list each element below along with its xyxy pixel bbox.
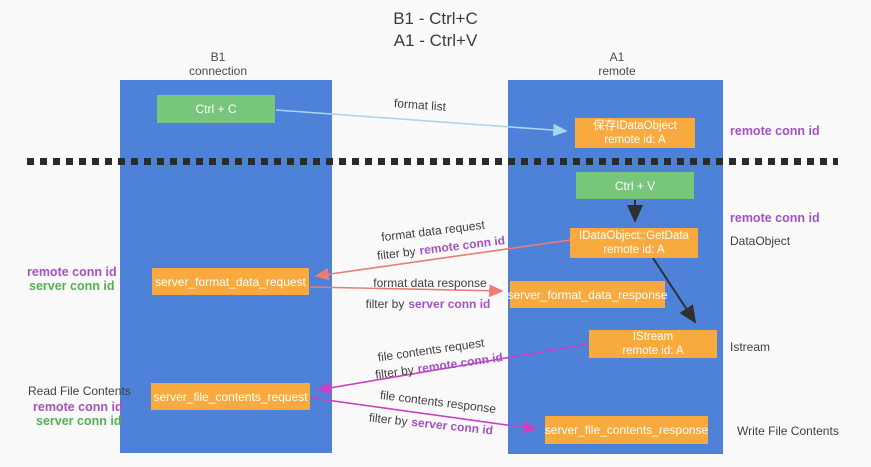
server-file-contents-request-label: server_file_contents_request [153,389,308,404]
ctrl-v-label: Ctrl + V [614,178,656,193]
right-column-name: A1 [609,50,625,64]
filter-by-text: filter by [374,362,415,382]
filter-by-text: filter by [368,410,409,429]
right-column-header: A1 remote [598,50,635,78]
right-remote-conn-id-top: remote conn id [730,124,820,138]
diagram-title: B1 - Ctrl+C A1 - Ctrl+V [0,8,871,52]
server-conn-id-text: server conn id [410,414,494,438]
istream-annotation: Istream [730,340,771,354]
istream-box: IStream remote id: A [589,330,717,358]
istream-label: IStream [632,331,674,343]
left-column-name: B1 [210,50,226,64]
ctrl-c-box: Ctrl + C [157,95,275,123]
left-server-conn-id-top: server conn id [29,279,115,293]
server-file-contents-request-box: server_file_contents_request [151,383,310,410]
ctrl-v-box: Ctrl + V [576,172,694,199]
getdata-label: IDataObject::GetData [579,230,689,242]
left-column-role: connection [188,64,248,78]
server-format-data-response-box: server_format_data_response [507,281,668,308]
right-column-role: remote [598,64,636,78]
left-remote-conn-id-top: remote conn id [27,265,117,279]
server-conn-id-text: server conn id [408,297,491,311]
file-contents-response-label: file contents response [379,387,497,417]
format-data-response-label: format data response [373,276,487,290]
title-line-1: B1 - Ctrl+C [393,9,478,28]
server-format-data-response-label: server_format_data_response [507,287,668,302]
right-remote-conn-id-mid: remote conn id [730,211,820,225]
read-file-contents-annotation: Read File Contents [28,384,131,398]
left-remote-conn-id-bottom: remote conn id [33,400,123,414]
left-server-conn-id-bottom: server conn id [36,414,122,428]
ctrl-c-label: Ctrl + C [195,102,237,116]
server-file-contents-response-box: server_file_contents_response [545,416,708,444]
filter-by-text: filter by [365,297,405,311]
save-dataobject-remote-id: remote id: A [604,134,666,146]
getdata-box: IDataObject::GetData remote id: A [570,228,698,258]
istream-remote-id: remote id: A [622,345,684,357]
left-column-header: B1 connection [189,50,247,78]
server-format-data-request-box: server_format_data_request [152,268,309,295]
save-dataobject-label: 保存IDataObject [593,120,677,132]
save-dataobject-box: 保存IDataObject remote id: A [575,118,695,148]
title-line-2: A1 - Ctrl+V [393,31,478,50]
server-file-contents-response-label: server_file_contents_response [544,423,709,437]
server-format-data-request-label: server_format_data_request [155,274,306,289]
format-list-label: format list [393,96,447,114]
write-file-contents-annotation: Write File Contents [737,424,839,438]
getdata-remote-id: remote id: A [603,244,665,256]
filter-by-text: filter by [376,244,417,263]
session-divider-dashed-line [27,158,838,165]
dataobject-annotation: DataObject [730,234,791,248]
